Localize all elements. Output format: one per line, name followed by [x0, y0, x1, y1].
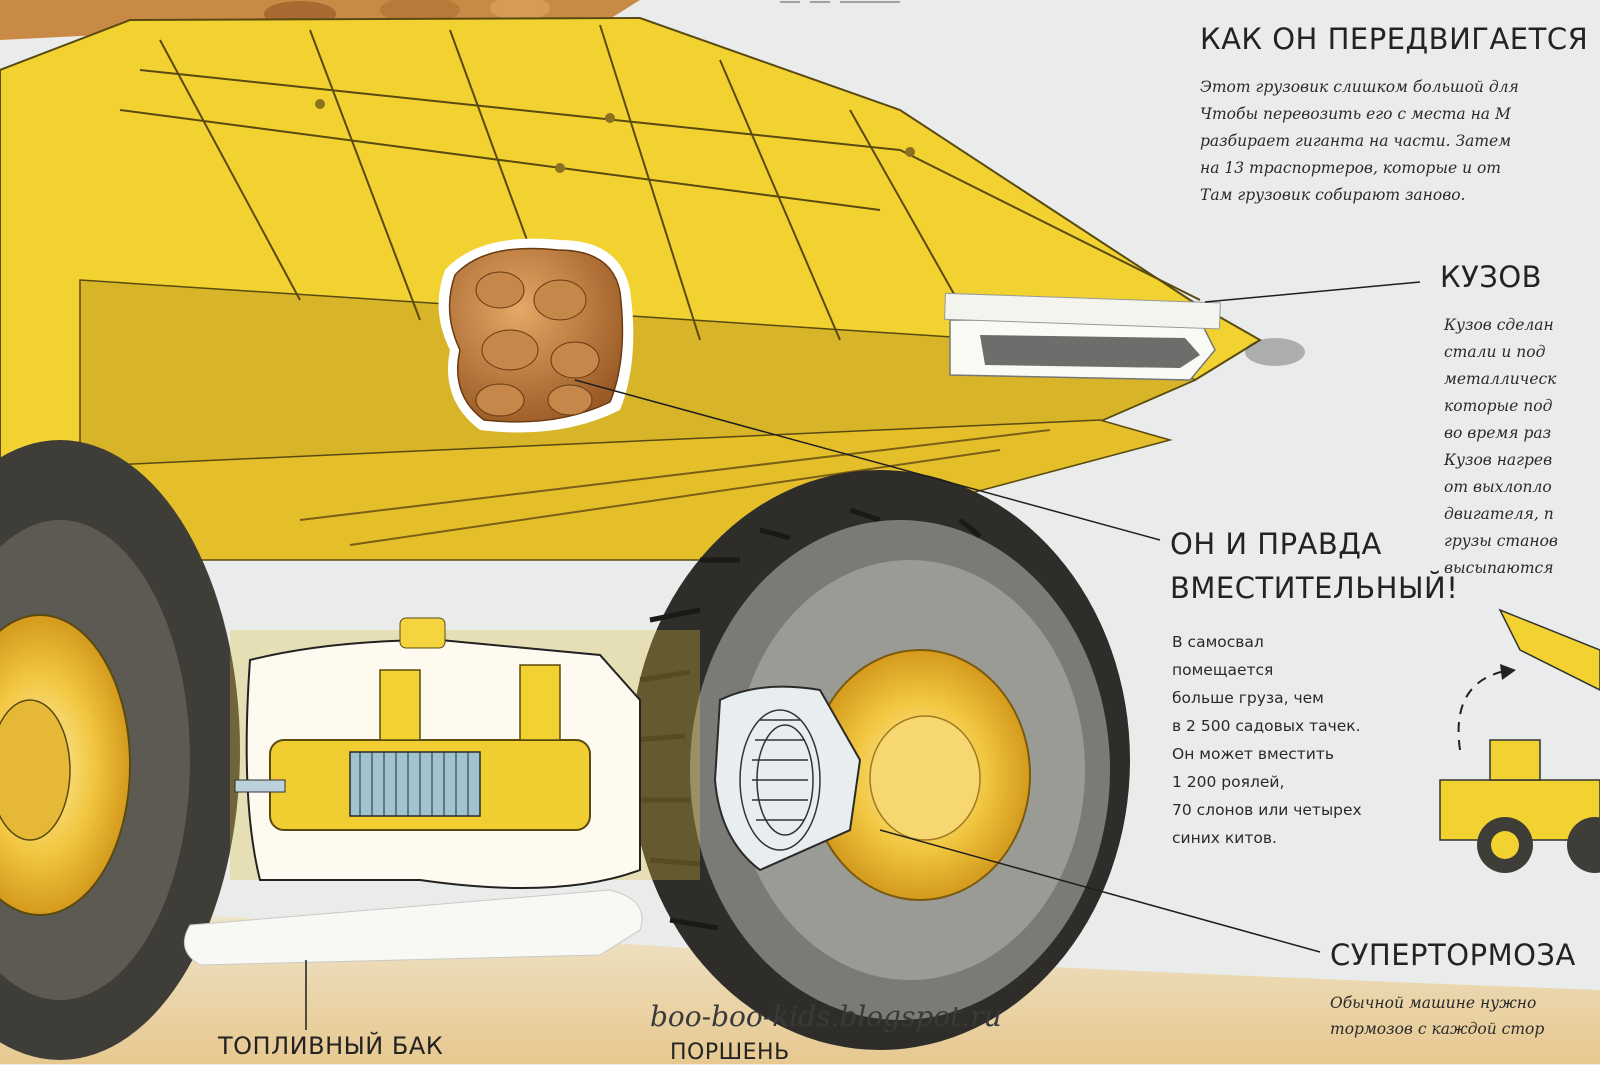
body-line: от выхлопло [1444, 478, 1552, 496]
callout-lines [305, 281, 1421, 1030]
piston-cutaway [230, 617, 700, 889]
body-line: во время раз [1444, 424, 1552, 442]
body-line: Кузов сделан [1444, 316, 1554, 334]
capacity-heading: ОН И ПРАВДА ВМЕСТИТЕЛЬНЫЙ! [1170, 522, 1458, 610]
capacity-heading-line: ОН И ПРАВДА [1170, 527, 1382, 561]
body-line: высыпаются [1444, 559, 1554, 577]
unloading-mini-illustration [1439, 608, 1600, 873]
body-line: металлическ [1444, 370, 1557, 388]
capacity-line: 70 слонов или четырех [1172, 801, 1362, 819]
brakes-text: Обычной машине нужно тормозов с каждой с… [1330, 990, 1544, 1042]
capacity-text: В самосвал помещается больше груза, чем … [1172, 628, 1362, 852]
capacity-line: в 2 500 садовых тачек. [1172, 717, 1361, 735]
piston-label: ПОРШЕНЬ [670, 1040, 790, 1065]
body-line: грузы станов [1444, 532, 1558, 550]
exhaust-slot [944, 292, 1221, 381]
move-line: Там грузовик собирают заново. [1200, 186, 1466, 204]
move-line: Этот грузовик слишком большой для [1200, 78, 1519, 96]
brakes-line: тормозов с каждой стор [1330, 1020, 1545, 1038]
watermark: boo-boo-kids.blogspot.ru [650, 1000, 1002, 1033]
capacity-heading-line: ВМЕСТИТЕЛЬНЫЙ! [1170, 571, 1459, 605]
body-line: двигателя, п [1444, 505, 1554, 523]
capacity-line: помещается [1172, 661, 1274, 679]
move-line: на 13 траспортеров, которые и от [1200, 159, 1502, 177]
body-line: стали и под [1444, 343, 1546, 361]
body-text: Кузов сделан стали и под металлическ кот… [1444, 312, 1558, 582]
rock-cutaway [438, 238, 634, 433]
capacity-line: синих китов. [1172, 829, 1277, 847]
fuel-tank-label: ТОПЛИВНЫЙ БАК [218, 1032, 444, 1060]
fuel-tank-flap[interactable] [183, 889, 643, 966]
capacity-line: больше груза, чем [1172, 689, 1324, 707]
capacity-line: Он может вместить [1172, 745, 1335, 763]
front-tire [630, 470, 1130, 1050]
body-line: Кузов нагрев [1444, 451, 1553, 469]
move-text: Этот грузовик слишком большой для Чтобы … [1200, 74, 1519, 209]
body-line: которые под [1444, 397, 1553, 415]
brakes-heading: СУПЕРТОРМОЗА [1330, 938, 1576, 972]
move-line: разбирает гиганта на части. Затем [1200, 132, 1512, 150]
move-heading: КАК ОН ПЕРЕДВИГАЕТСЯ [1200, 22, 1589, 56]
body-heading: КУЗОВ [1440, 260, 1543, 294]
move-line: Чтобы перевозить его с места на М [1200, 105, 1511, 123]
capacity-line: В самосвал [1172, 633, 1264, 651]
rear-tire [0, 440, 240, 1060]
capacity-line: 1 200 роялей, [1172, 773, 1285, 791]
brakes-line: Обычной машине нужно [1330, 994, 1537, 1012]
